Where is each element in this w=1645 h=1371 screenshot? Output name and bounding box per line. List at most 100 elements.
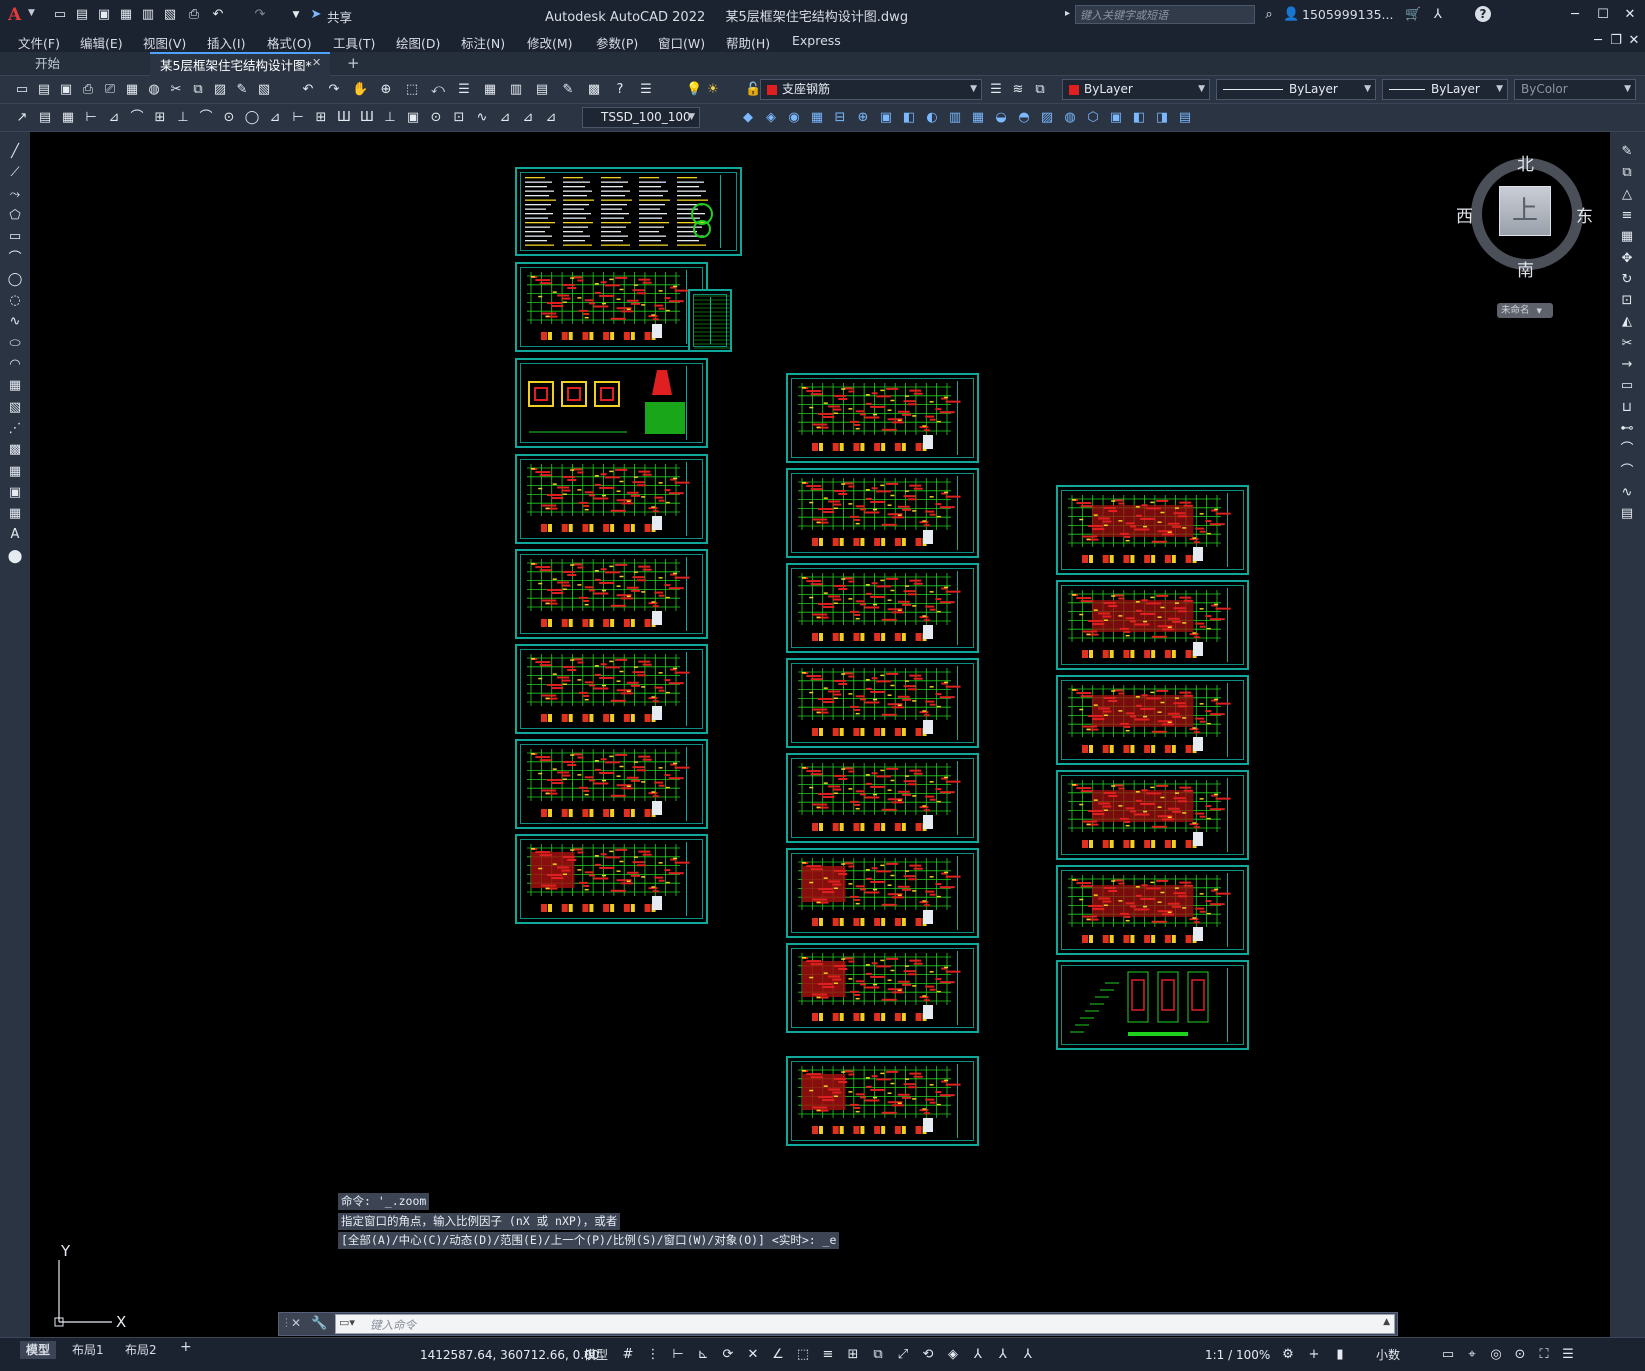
- command-grip-icon[interactable]: ⋮: [281, 1316, 292, 1329]
- modify-tool-3-icon[interactable]: △: [1622, 186, 1632, 202]
- modify-tool-5-icon[interactable]: ▦: [1620, 229, 1634, 245]
- status-toggle-17-icon[interactable]: ⅄: [1024, 1347, 1032, 1362]
- tssd-tool-10-icon[interactable]: ▥: [948, 110, 962, 125]
- zoom-window-icon[interactable]: ⬚: [405, 82, 419, 97]
- status-tray-1-icon[interactable]: ⚙: [1282, 1347, 1294, 1362]
- modify-tool-2-icon[interactable]: ⧉: [1622, 165, 1632, 181]
- status-toggle-8-icon[interactable]: ⬚: [796, 1347, 810, 1362]
- drawing-sheet[interactable]: [1056, 485, 1249, 575]
- user-icon[interactable]: 👤: [1283, 7, 1300, 22]
- doc-restore-icon[interactable]: ❐: [1610, 33, 1622, 48]
- status-toggle-6-icon[interactable]: ✕: [747, 1347, 759, 1362]
- drawing-sheet[interactable]: [1056, 675, 1249, 765]
- plot-preview-icon[interactable]: ⎙: [82, 82, 94, 97]
- layer-lock-icon[interactable]: 🔓: [745, 82, 762, 97]
- dim-tool-18-icon[interactable]: ▣: [406, 110, 420, 125]
- dim-tool-12-icon[interactable]: ⊿: [269, 110, 281, 125]
- status-tray-7-icon[interactable]: ⊙: [1514, 1347, 1526, 1362]
- drawing-sheet[interactable]: [1056, 770, 1249, 860]
- dim-tool-16-icon[interactable]: Ш: [360, 110, 374, 125]
- tssd-tool-9-icon[interactable]: ◐: [926, 110, 938, 125]
- command-history-chevron-icon[interactable]: ▲: [1383, 1317, 1390, 1327]
- menu-express[interactable]: Express: [792, 33, 841, 48]
- dim-tool-1-icon[interactable]: ↗: [16, 110, 28, 125]
- tssd-tool-17-icon[interactable]: ▣: [1109, 110, 1123, 125]
- draw-tool-9-icon[interactable]: ∿: [9, 314, 21, 330]
- tssd-tool-19-icon[interactable]: ◨: [1155, 110, 1169, 125]
- plotstyle-dropdown[interactable]: ByColor▼: [1514, 79, 1636, 100]
- dimstyle-dropdown[interactable]: TSSD_100_100▼: [582, 107, 700, 128]
- status-toggle-5-icon[interactable]: ⟳: [722, 1347, 734, 1362]
- modify-tool-10-icon[interactable]: ✂: [1621, 335, 1633, 351]
- draw-tool-4-icon[interactable]: ⬠: [9, 207, 21, 223]
- autodesk-a360-icon[interactable]: ⅄: [1434, 7, 1442, 22]
- status-toggle-9-icon[interactable]: ≡: [822, 1347, 834, 1362]
- viewcube-ring[interactable]: [1471, 158, 1583, 270]
- menu-help[interactable]: 帮助(H): [726, 36, 771, 51]
- modify-tool-4-icon[interactable]: ≡: [1621, 207, 1633, 223]
- layer-dropdown[interactable]: 支座钢筋▼: [760, 79, 982, 100]
- doc-close-icon[interactable]: ✕: [1628, 33, 1640, 48]
- drawing-sheet[interactable]: [515, 644, 708, 734]
- undo-icon[interactable]: ↶: [212, 7, 224, 22]
- modify-tool-1-icon[interactable]: ✎: [1621, 144, 1633, 159]
- sheet-set-icon[interactable]: ▤: [535, 82, 549, 97]
- drawing-sheet[interactable]: [1056, 580, 1249, 670]
- lineweight-dropdown[interactable]: ByLayer▼: [1382, 79, 1508, 100]
- modify-tool-11-icon[interactable]: →: [1621, 357, 1633, 372]
- web-icon[interactable]: ◍: [148, 82, 160, 97]
- drawing-sheet[interactable]: [786, 753, 979, 843]
- zoom-realtime-icon[interactable]: ⊕: [380, 82, 392, 97]
- layout-tab-layout2[interactable]: 布局2: [125, 1343, 157, 1357]
- dim-tool-15-icon[interactable]: Ш: [337, 110, 351, 125]
- status-tray-5-icon[interactable]: ⌖: [1468, 1347, 1476, 1362]
- undo-tb-icon[interactable]: ↶: [302, 82, 314, 97]
- design-center-icon[interactable]: ▦: [483, 82, 497, 97]
- draw-tool-20-icon[interactable]: ⬤: [7, 548, 23, 564]
- tssd-tool-18-icon[interactable]: ◧: [1132, 110, 1146, 125]
- doc-minimize-icon[interactable]: ─: [1594, 33, 1602, 48]
- dim-tool-7-icon[interactable]: ⊞: [154, 110, 166, 125]
- viewcube-west[interactable]: 西: [1456, 207, 1473, 227]
- paste-icon[interactable]: ▨: [213, 82, 227, 97]
- tab-start[interactable]: 开始: [35, 56, 61, 71]
- status-tray-2-icon[interactable]: +: [1308, 1347, 1320, 1362]
- command-close-icon[interactable]: ✕: [291, 1316, 302, 1330]
- dim-tool-24-icon[interactable]: ⊿: [545, 110, 557, 125]
- status-toggle-2-icon[interactable]: ⋮: [646, 1347, 660, 1362]
- new-tab-icon[interactable]: +: [347, 54, 360, 72]
- draw-tool-14-icon[interactable]: ⋰: [8, 420, 22, 436]
- status-tray-4-icon[interactable]: ▭: [1441, 1347, 1455, 1362]
- dim-tool-9-icon[interactable]: ⌒: [199, 110, 213, 125]
- command-input[interactable]: ▭▾ 键入命令 ▲: [335, 1314, 1395, 1334]
- pan-icon[interactable]: ✋: [352, 82, 369, 97]
- dim-tool-3-icon[interactable]: ▦: [61, 110, 75, 125]
- print-preview-icon[interactable]: ⎚: [104, 82, 116, 97]
- share-icon[interactable]: ➤: [310, 7, 322, 22]
- new-file-icon[interactable]: ▭: [53, 7, 67, 22]
- layout-tab-model[interactable]: 模型: [20, 1341, 57, 1359]
- dim-tool-21-icon[interactable]: ∿: [476, 110, 488, 125]
- tssd-tool-2-icon[interactable]: ◈: [766, 110, 776, 125]
- status-toggle-12-icon[interactable]: ⤢: [897, 1347, 909, 1362]
- menu-draw[interactable]: 绘图(D): [396, 36, 441, 51]
- tssd-tool-14-icon[interactable]: ▨: [1040, 110, 1054, 125]
- modify-tool-7-icon[interactable]: ↻: [1621, 271, 1633, 287]
- redo-tb-icon[interactable]: ↷: [328, 82, 340, 97]
- app-menu-chevron-icon[interactable]: ▼: [28, 8, 35, 18]
- model-space-toggle[interactable]: 模型: [584, 1348, 609, 1362]
- drawing-sheet[interactable]: [515, 834, 708, 924]
- search-icon[interactable]: ⌕: [1265, 7, 1273, 22]
- viewcube-south[interactable]: 南: [1517, 261, 1534, 281]
- minimize-icon[interactable]: ─: [1571, 7, 1579, 22]
- quick-access-chevron-icon[interactable]: ▼: [292, 10, 300, 20]
- draw-tool-17-icon[interactable]: ▣: [8, 484, 22, 500]
- annotation-scale[interactable]: 1:1 / 100%: [1205, 1348, 1271, 1362]
- drawing-sheet[interactable]: [786, 468, 979, 558]
- close-icon[interactable]: ✕: [1624, 7, 1636, 22]
- autocad-logo-icon[interactable]: A: [8, 5, 22, 25]
- tssd-tool-16-icon[interactable]: ⬡: [1087, 110, 1099, 125]
- add-layout-icon[interactable]: +: [180, 1339, 192, 1355]
- help-icon[interactable]: ?: [1475, 6, 1491, 22]
- menu-edit[interactable]: 编辑(E): [80, 36, 123, 51]
